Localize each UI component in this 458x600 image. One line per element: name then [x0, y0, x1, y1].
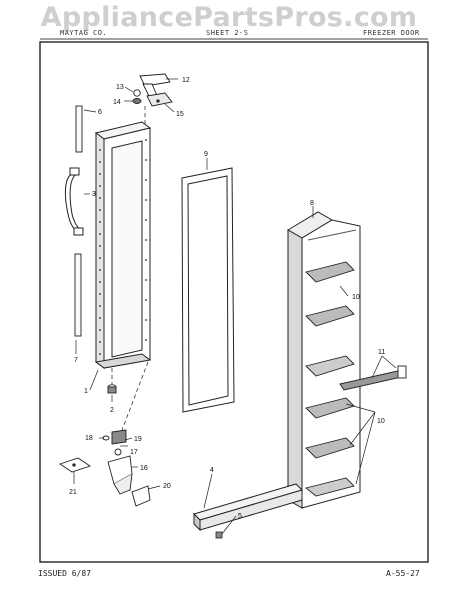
callout-17: 17	[130, 449, 138, 456]
callout-5: 5	[238, 513, 242, 520]
door-gasket-9	[181, 167, 235, 413]
top-hinge-assembly	[132, 73, 173, 107]
screw-5	[215, 531, 223, 539]
callout-18: 18	[85, 435, 93, 442]
callout-21: 21	[69, 489, 77, 496]
door-handle-3	[64, 167, 84, 236]
callout-leader-lines	[73, 78, 397, 535]
callout-13: 13	[116, 84, 124, 91]
callout-4: 4	[210, 467, 214, 474]
callout-20: 20	[163, 483, 171, 490]
watermark-text: AppliancePartsPros.com	[40, 2, 418, 33]
callout-10-upper: 10	[352, 294, 360, 301]
callout-2: 2	[110, 407, 114, 414]
callout-6: 6	[98, 109, 102, 116]
border-frame	[39, 41, 429, 563]
header-section-title: FREEZER DOOR	[363, 29, 420, 37]
callout-9: 9	[204, 151, 208, 158]
header-sheet: SHEET 2-S	[206, 29, 249, 37]
callout-1: 1	[84, 388, 88, 395]
bottom-hinge-assembly	[58, 429, 151, 507]
callout-labels: 12 13 14 15 6 3 7 1 2 9 8 10 11 10 4 5 1…	[69, 77, 385, 520]
bushing-2	[107, 384, 117, 394]
footer-issued-date: ISSUED 6/87	[38, 569, 91, 578]
callout-16: 16	[140, 465, 148, 472]
callout-10-lower: 10	[377, 418, 385, 425]
callout-12: 12	[182, 77, 190, 84]
trim-strip-7	[74, 253, 82, 337]
shelf-bar-11	[339, 365, 407, 391]
callout-19: 19	[134, 436, 142, 443]
header-manufacturer: MAYTAG CO.	[60, 29, 108, 37]
callout-15: 15	[176, 111, 184, 118]
outer-door-panel-1	[94, 121, 152, 369]
callout-14: 14	[113, 99, 121, 106]
bottom-trim-4	[193, 483, 303, 532]
callout-8: 8	[310, 200, 314, 207]
footer-page-code: A-55-27	[386, 569, 420, 578]
trim-strip-6	[75, 105, 83, 153]
callout-11: 11	[378, 349, 385, 356]
alignment-lines	[111, 106, 149, 431]
callout-3: 3	[92, 191, 96, 198]
liner-shelves	[305, 261, 355, 497]
outer-door-panel-holes	[99, 139, 147, 355]
callout-7: 7	[74, 357, 78, 364]
